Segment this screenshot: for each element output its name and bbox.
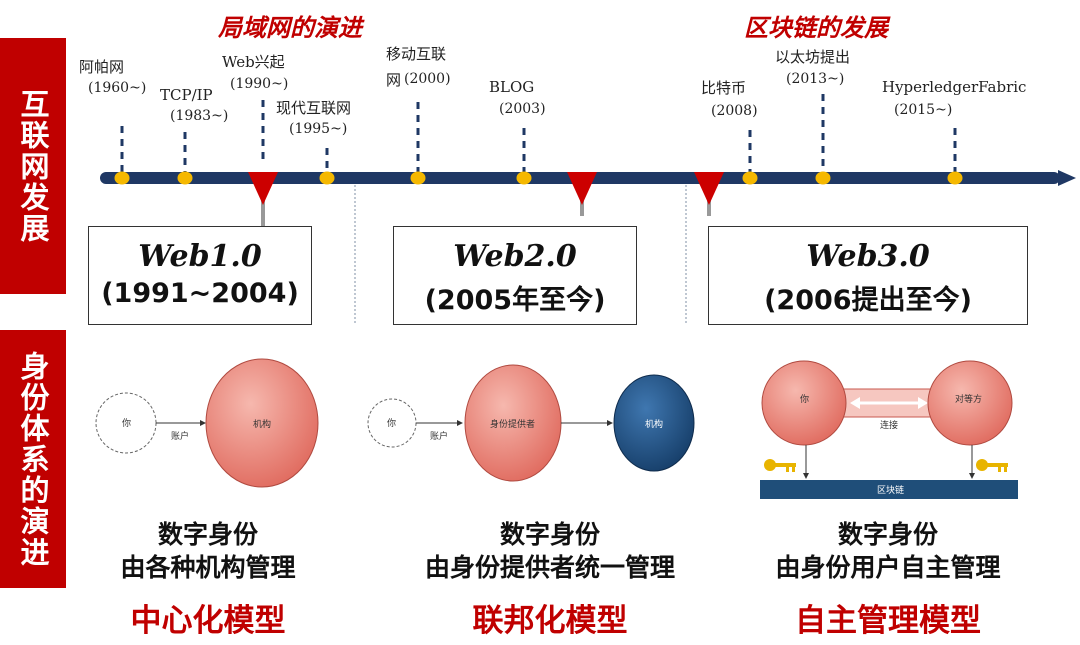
event-blog-year: (2003) [499,101,546,117]
event-modern-internet-year: (1995~) [289,121,348,137]
web2-title: Web2.0 [453,239,577,274]
self-chain-text: 区块链 [877,484,904,496]
event-hyperledger-label: HyperledgerFabric [882,78,1027,96]
central-description: 数字身份 由各种机构管理 [88,518,328,584]
event-mobile-internet-label-2: 网 [386,71,402,89]
event-web-rise-year: (1990~) [230,76,289,92]
key-icon [764,459,796,472]
self-desc-line2: 由身份用户自主管理 [775,553,1001,582]
event-hyperledger-year: (2015~) [894,102,953,118]
central-org-text: 机构 [253,418,271,430]
event-tcpip-label: TCP/IP [160,86,213,104]
event-bitcoin-year: (2008) [711,103,758,119]
central-you-text: 你 [122,417,131,429]
sidebar-identity-label: 身份体系的演进 [16,350,50,568]
web1-period: (1991~2004) [101,278,299,309]
event-mobile-internet-year: (2000) [404,71,451,87]
event-arpanet-label: 阿帕网 [79,58,125,76]
federated-account-text: 账户 [430,430,448,442]
centralized-model-diagram: 你 账户 机构 [95,358,319,488]
federated-model-diagram: 你 账户 身份提供者 机构 [367,364,695,482]
web1-title: Web1.0 [138,239,262,274]
model-self-managed: 自主管理模型 [795,603,981,639]
sidebar-identity-evolution: 身份体系的演进 [0,330,66,588]
self-you-text: 你 [800,393,809,405]
web3-box: Web3.0 (2006提出至今) [708,226,1028,325]
event-tcpip-year: (1983~) [170,108,229,124]
era-title-blockchain: 区块链的发展 [744,14,888,42]
self-managed-model-diagram: 你 连接 对等方 区块链 [760,360,1018,499]
identity-diagrams: 你 账户 机构 你 账户 身份提供者 机构 [95,358,1018,499]
sidebar-internet-development: 互联网发展 [0,38,66,294]
central-account-text: 账户 [171,430,189,442]
event-bitcoin-label: 比特币 [701,79,747,97]
web3-title: Web3.0 [806,239,930,274]
central-desc-line1: 数字身份 [157,520,258,549]
web3-period: (2006提出至今) [764,285,972,316]
federated-desc-line1: 数字身份 [499,520,600,549]
event-arpanet-year: (1960~) [88,80,147,96]
web2-box: Web2.0 (2005年至今) [393,226,637,325]
peer-circle [927,360,1013,446]
central-desc-line2: 由各种机构管理 [120,553,296,582]
self-peer-text: 对等方 [955,393,982,405]
organization-circle [205,358,319,488]
event-modern-internet-label: 现代互联网 [276,99,352,117]
event-web-rise-label: Web兴起 [222,53,285,71]
model-federated: 联邦化模型 [472,603,628,639]
era-title-lan: 局域网的演进 [218,14,362,42]
federated-you-text: 你 [387,417,396,429]
event-ethereum-year: (2013~) [786,71,845,87]
model-centralized: 中心化模型 [130,603,286,639]
key-icon [976,459,1008,472]
event-blog-label: BLOG [489,78,535,96]
federated-description: 数字身份 由身份提供者统一管理 [400,518,700,584]
federated-provider-text: 身份提供者 [490,418,535,430]
event-ethereum-label: 以太坊提出 [775,48,851,66]
event-mobile-internet-label: 移动互联 [386,45,447,63]
user-circle [761,360,847,446]
web1-box: Web1.0 (1991~2004) [88,226,312,325]
self-description: 数字身份 由身份用户自主管理 [748,518,1028,584]
self-connect-text: 连接 [880,419,898,431]
federated-org-text: 机构 [645,418,663,430]
self-desc-line1: 数字身份 [837,520,938,549]
federated-desc-line2: 由身份提供者统一管理 [424,553,675,582]
organization-circle [613,374,695,472]
timeline-graphic [100,94,1076,325]
sidebar-internet-label: 互联网发展 [16,88,50,244]
blockchain-bar [760,480,1018,499]
web2-period: (2005年至今) [424,285,606,316]
